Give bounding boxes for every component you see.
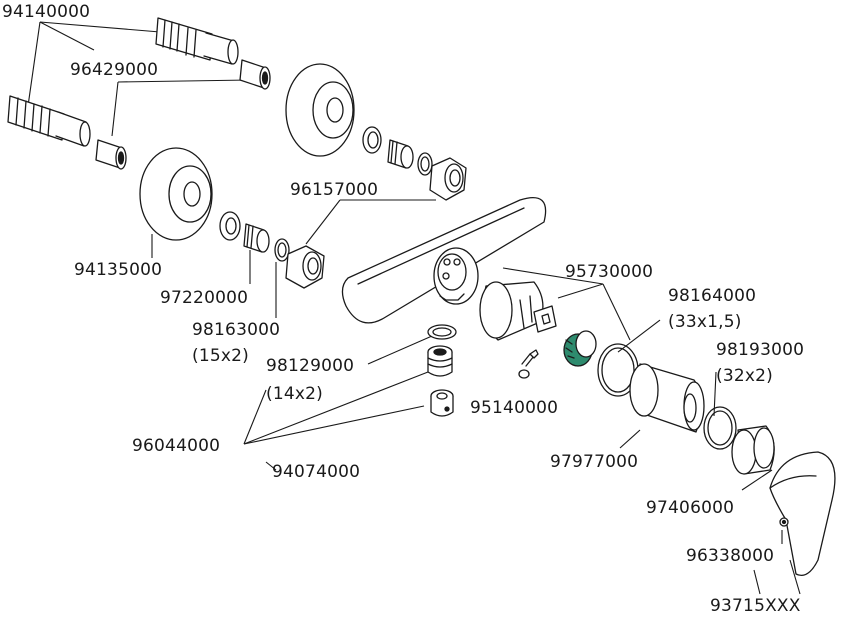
- label-94140000: 94140000: [2, 2, 91, 22]
- cover-ring: [731, 425, 775, 475]
- mixer-body: [341, 196, 547, 324]
- washer-left: [219, 211, 241, 241]
- cartridge-sleeve: [629, 363, 705, 433]
- threaded-adapter-left: [7, 95, 91, 147]
- check-valve-top: [239, 59, 271, 90]
- sleeve-top: [387, 139, 414, 169]
- label-95730000: 95730000: [565, 262, 654, 282]
- thermostatic-cartridge: [479, 281, 557, 341]
- threaded-adapter-top: [155, 17, 239, 65]
- o-ring-top: [417, 152, 433, 176]
- outlet-cap: [430, 389, 454, 417]
- o-ring-left: [274, 238, 290, 262]
- escutcheon-top: [285, 63, 355, 157]
- label-98193000-size: (32x2): [716, 366, 773, 386]
- label-93715XXX: 93715XXX: [710, 596, 801, 616]
- label-97406000: 97406000: [646, 498, 735, 518]
- label-94135000: 94135000: [74, 260, 163, 280]
- label-96044000: 96044000: [132, 436, 221, 456]
- lever-handle: [769, 451, 836, 577]
- outlet-adapter: [427, 345, 453, 377]
- escutcheon-left: [139, 147, 213, 241]
- label-98163000: 98163000: [192, 320, 281, 340]
- label-94074000: 94074000: [272, 462, 361, 482]
- union-nut-left: [285, 245, 325, 289]
- label-98129000: 98129000: [266, 356, 355, 376]
- sleeve-left: [243, 223, 270, 253]
- label-98193000: 98193000: [716, 340, 805, 360]
- washer-14x2: [427, 324, 457, 340]
- washer-top: [362, 126, 382, 154]
- label-96157000: 96157000: [290, 180, 379, 200]
- label-96338000: 96338000: [686, 546, 775, 566]
- fixing-screw: [518, 349, 539, 379]
- label-97977000: 97977000: [550, 452, 639, 472]
- label-98164000: 98164000: [668, 286, 757, 306]
- label-98163000-size: (15x2): [192, 346, 249, 366]
- check-valve-left: [95, 139, 127, 170]
- o-ring-32x2: [703, 406, 737, 450]
- leader-lines: [27, 21, 801, 595]
- label-98164000-size: (33x1,5): [668, 312, 742, 332]
- union-nut-top: [429, 157, 467, 201]
- label-96429000: 96429000: [70, 60, 159, 80]
- label-95140000: 95140000: [470, 398, 559, 418]
- set-screw: [779, 517, 789, 527]
- adjustment-ring: [563, 330, 597, 367]
- label-98129000-size: (14x2): [266, 384, 323, 404]
- label-97220000: 97220000: [160, 288, 249, 308]
